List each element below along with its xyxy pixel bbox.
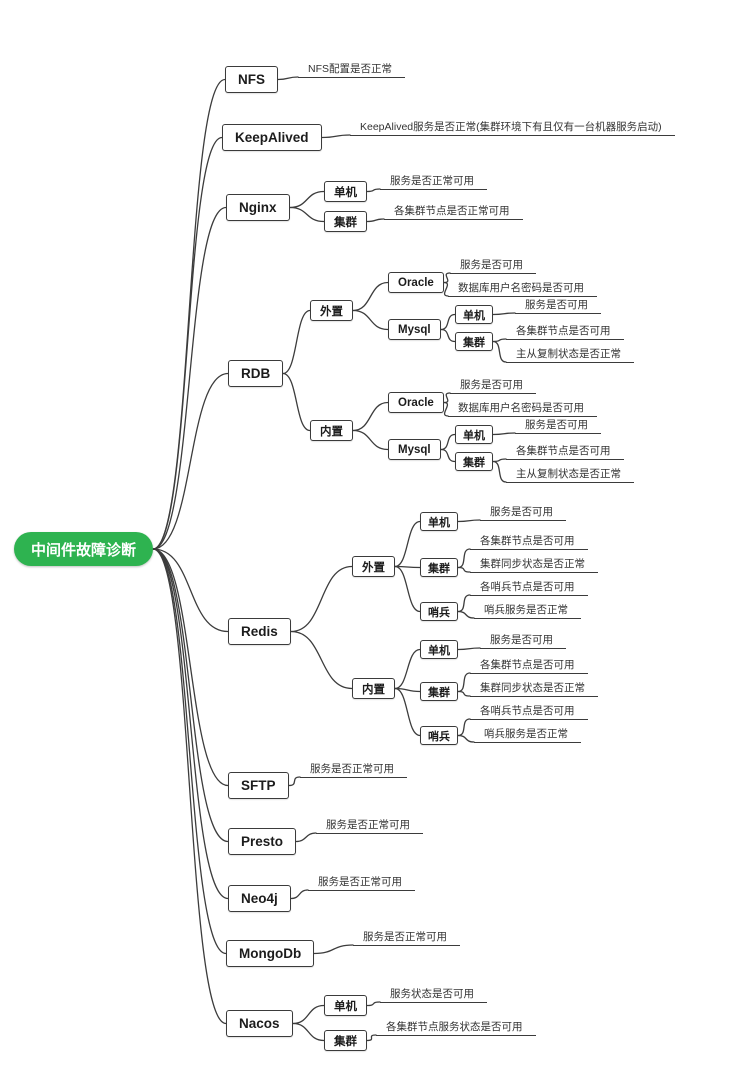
check-nginx-standalone[interactable]: 服务是否正常可用 [380, 174, 487, 190]
check-presto-service[interactable]: 服务是否正常可用 [316, 818, 423, 834]
check-mysql-cluster-nodes[interactable]: 各集群节点是否可用 [506, 324, 624, 340]
node-nacos-standalone[interactable]: 单机 [324, 995, 367, 1016]
node-keepalived[interactable]: KeepAlived [222, 124, 322, 151]
node-nfs[interactable]: NFS [225, 66, 278, 93]
node-redis-sentinel[interactable]: 哨兵 [420, 602, 458, 621]
check-redis-cluster-sync[interactable]: 集群同步状态是否正常 [470, 681, 598, 697]
node-mysql-cluster[interactable]: 集群 [455, 452, 493, 471]
root-topic[interactable]: 中间件故障诊断 [14, 532, 154, 566]
check-mysql-replication[interactable]: 主从复制状态是否正常 [506, 467, 634, 483]
check-redis-cluster-nodes[interactable]: 各集群节点是否可用 [470, 534, 588, 550]
node-nginx[interactable]: Nginx [226, 194, 290, 221]
check-mongodb-service[interactable]: 服务是否正常可用 [353, 930, 460, 946]
check-mysql-standalone[interactable]: 服务是否可用 [515, 418, 601, 434]
node-nacos-cluster[interactable]: 集群 [324, 1030, 367, 1051]
node-mongodb[interactable]: MongoDb [226, 940, 315, 967]
node-mysql-standalone[interactable]: 单机 [455, 425, 493, 444]
check-sentinel-service[interactable]: 哨兵服务是否正常 [474, 603, 581, 619]
node-presto[interactable]: Presto [228, 828, 297, 855]
node-nginx-standalone[interactable]: 单机 [324, 181, 367, 202]
node-rdb-internal-mysql[interactable]: Mysql [388, 439, 441, 460]
check-sentinel-service[interactable]: 哨兵服务是否正常 [474, 727, 581, 743]
check-keepalived-service[interactable]: KeepAlived服务是否正常(集群环境下有且仅有一台机器服务启动) [350, 120, 675, 136]
check-redis-standalone[interactable]: 服务是否可用 [480, 505, 566, 521]
node-redis-internal[interactable]: 内置 [352, 678, 395, 699]
check-nfs-config[interactable]: NFS配置是否正常 [298, 62, 405, 78]
check-nacos-cluster[interactable]: 各集群节点服务状态是否可用 [376, 1020, 536, 1036]
check-neo4j-service[interactable]: 服务是否正常可用 [308, 875, 415, 891]
check-oracle-credentials[interactable]: 数据库用户名密码是否可用 [448, 281, 597, 297]
node-redis-standalone[interactable]: 单机 [420, 512, 458, 531]
node-redis-cluster[interactable]: 集群 [420, 558, 458, 577]
node-redis[interactable]: Redis [228, 618, 291, 645]
node-mysql-cluster[interactable]: 集群 [455, 332, 493, 351]
check-sftp-service[interactable]: 服务是否正常可用 [300, 762, 407, 778]
check-redis-cluster-nodes[interactable]: 各集群节点是否可用 [470, 658, 588, 674]
check-sentinel-nodes[interactable]: 各哨兵节点是否可用 [470, 580, 588, 596]
node-rdb-internal[interactable]: 内置 [310, 420, 353, 441]
check-redis-cluster-sync[interactable]: 集群同步状态是否正常 [470, 557, 598, 573]
node-rdb-external-oracle[interactable]: Oracle [388, 272, 444, 293]
check-sentinel-nodes[interactable]: 各哨兵节点是否可用 [470, 704, 588, 720]
check-nacos-standalone[interactable]: 服务状态是否可用 [380, 987, 487, 1003]
node-mysql-standalone[interactable]: 单机 [455, 305, 493, 324]
check-oracle-credentials[interactable]: 数据库用户名密码是否可用 [448, 401, 597, 417]
node-nginx-cluster[interactable]: 集群 [324, 211, 367, 232]
node-rdb-external-mysql[interactable]: Mysql [388, 319, 441, 340]
check-oracle-service[interactable]: 服务是否可用 [450, 258, 536, 274]
node-redis-cluster[interactable]: 集群 [420, 682, 458, 701]
node-sftp[interactable]: SFTP [228, 772, 289, 799]
node-rdb[interactable]: RDB [228, 360, 284, 387]
check-oracle-service[interactable]: 服务是否可用 [450, 378, 536, 394]
check-mysql-cluster-nodes[interactable]: 各集群节点是否可用 [506, 444, 624, 460]
node-neo4j[interactable]: Neo4j [228, 885, 291, 912]
node-redis-external[interactable]: 外置 [352, 556, 395, 577]
check-mysql-replication[interactable]: 主从复制状态是否正常 [506, 347, 634, 363]
check-mysql-standalone[interactable]: 服务是否可用 [515, 298, 601, 314]
node-nacos[interactable]: Nacos [226, 1010, 293, 1037]
node-rdb-external[interactable]: 外置 [310, 300, 353, 321]
check-nginx-cluster[interactable]: 各集群节点是否正常可用 [384, 204, 523, 220]
node-redis-standalone[interactable]: 单机 [420, 640, 458, 659]
node-rdb-internal-oracle[interactable]: Oracle [388, 392, 444, 413]
node-redis-sentinel[interactable]: 哨兵 [420, 726, 458, 745]
check-redis-standalone[interactable]: 服务是否可用 [480, 633, 566, 649]
